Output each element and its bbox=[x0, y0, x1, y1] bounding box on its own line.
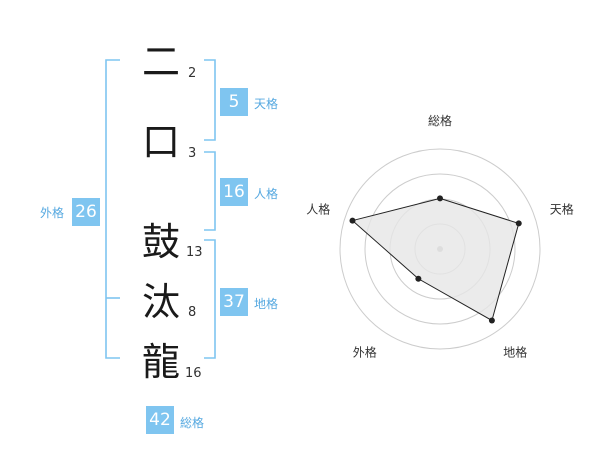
soukaku-label: 総格 bbox=[180, 416, 205, 430]
gaikaku-badge: 26 bbox=[72, 198, 100, 226]
radar-axis-label-2: 天格 bbox=[550, 201, 574, 216]
soukaku-badge: 42 bbox=[146, 406, 174, 434]
radar-area bbox=[351, 197, 520, 322]
stroke-count-4: 8 bbox=[188, 305, 197, 320]
stroke-count-5: 16 bbox=[185, 366, 202, 381]
jinkaku-bracket bbox=[204, 151, 216, 231]
tenkaku-badge: 5 bbox=[220, 88, 248, 116]
chikaku-badge: 37 bbox=[220, 288, 248, 316]
radar-point-2 bbox=[515, 220, 522, 227]
radar-axis-label-5: 人格 bbox=[306, 201, 330, 216]
name-char-1: 二 bbox=[141, 40, 180, 84]
name-char-2: 口 bbox=[141, 120, 180, 164]
jinkaku-badge: 16 bbox=[220, 178, 248, 206]
stroke-count-1: 2 bbox=[188, 66, 197, 81]
jinkaku-label: 人格 bbox=[254, 187, 279, 201]
radar-axis-label-1: 総格 bbox=[428, 113, 452, 128]
chikaku-label: 地格 bbox=[254, 297, 279, 311]
chikaku-bracket bbox=[204, 239, 216, 359]
name-char-4: 汰 bbox=[141, 280, 180, 324]
radar-point-4 bbox=[415, 275, 422, 282]
stroke-count-2: 3 bbox=[188, 146, 197, 161]
name-char-3: 鼓 bbox=[141, 220, 180, 264]
radar-axis-label-3: 地格 bbox=[503, 345, 527, 360]
gaikaku-bracket bbox=[105, 59, 120, 359]
radar-points bbox=[349, 195, 522, 324]
gaikaku-label: 外格 bbox=[40, 206, 65, 220]
name-char-5: 龍 bbox=[141, 340, 180, 384]
radar-ring bbox=[364, 173, 516, 325]
tenkaku-bracket bbox=[204, 59, 216, 141]
tenkaku-label: 天格 bbox=[254, 97, 279, 111]
radar-point-5 bbox=[349, 217, 356, 224]
radar-point-3 bbox=[488, 317, 495, 324]
radar-ring bbox=[339, 148, 541, 350]
radar-axis-label-4: 外格 bbox=[353, 345, 377, 360]
radar-point-1 bbox=[437, 195, 443, 202]
stroke-count-3: 13 bbox=[186, 245, 203, 260]
